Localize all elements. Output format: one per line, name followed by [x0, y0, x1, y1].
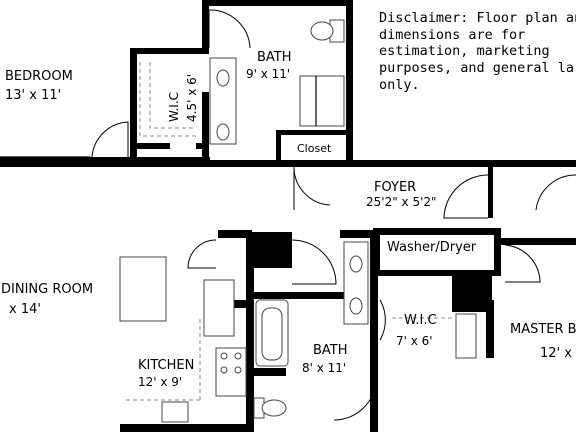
toilet-bowl-top	[310, 21, 334, 41]
disclaimer-line-2: dimensions are for	[379, 27, 525, 43]
kitchen-island	[119, 256, 167, 322]
bath-bottom-name: BATH	[313, 343, 348, 358]
kitchen-counter	[203, 279, 235, 337]
bath-bottom-dims: 8' x 11'	[302, 361, 346, 375]
foyer-name: FOYER	[374, 180, 416, 195]
wic-top-name: W.I.C	[167, 92, 181, 122]
toilet-bottom	[261, 399, 287, 417]
foyer-walls	[0, 160, 576, 219]
bedroom-name: BEDROOM	[5, 69, 73, 84]
bedroom-door	[91, 121, 129, 158]
disclaimer-text: Disclaimer: Floor plan and dimensions ar…	[379, 10, 576, 93]
lower-fixtures	[119, 239, 541, 423]
master-door	[504, 244, 541, 283]
sink-top-2	[216, 123, 230, 141]
bedroom-dims: 13' x 11'	[5, 88, 61, 103]
stove	[215, 347, 247, 397]
room-labels: BEDROOM 13' x 11' W.I.C 4.5' x 6' BATH 9…	[1, 50, 576, 389]
sink-top-1	[216, 69, 230, 87]
shower-top	[299, 75, 345, 127]
bath-top-name: BATH	[257, 50, 292, 65]
column-block-right	[452, 270, 492, 312]
kitchen-dims: 12' x 9'	[138, 375, 182, 389]
bath-door-lower	[333, 375, 377, 421]
wic-bottom-name: W.I.C	[404, 313, 437, 328]
bath-bottom-door	[291, 239, 337, 285]
closet-name: Closet	[297, 142, 332, 155]
dining-dims: x 14'	[9, 302, 41, 317]
column-block-left	[248, 232, 292, 268]
kitchen-sink	[161, 401, 189, 423]
master-name: MASTER B	[510, 322, 576, 337]
upper-fixtures	[91, 9, 345, 158]
dining-door	[187, 239, 217, 269]
disclaimer-line-3: estimation, marketing	[379, 43, 550, 59]
lower-walls	[120, 228, 576, 432]
foyer-door-right	[535, 174, 576, 211]
wic-top-dims: 4.5' x 6'	[185, 74, 199, 122]
disclaimer-line-5: only.	[379, 77, 420, 93]
bath-top-door	[208, 9, 251, 49]
disclaimer-line-4: purposes, and general la	[379, 60, 574, 76]
foyer-dims: 25'2" x 5'2"	[366, 195, 437, 209]
dining-name: DINING ROOM	[1, 282, 93, 297]
bath-top-dims: 9' x 11'	[246, 67, 290, 81]
entry-door	[443, 174, 489, 219]
washer-dryer-name: Washer/Dryer	[387, 240, 477, 255]
wic-bottom-shelf	[455, 313, 477, 359]
foyer-door-left	[293, 166, 331, 210]
upper-walls	[0, 0, 353, 162]
kitchen-name: KITCHEN	[138, 358, 194, 373]
wic-bottom-dims: 7' x 6'	[396, 334, 433, 348]
master-dims: 12' x	[540, 346, 572, 361]
disclaimer-line-1: Disclaimer: Floor plan and	[379, 10, 576, 26]
